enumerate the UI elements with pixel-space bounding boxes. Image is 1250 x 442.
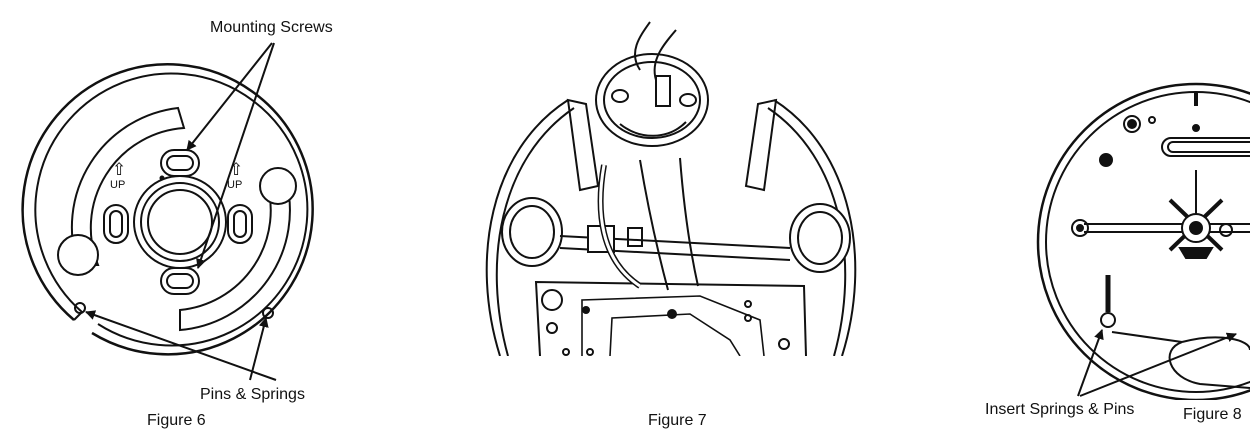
up-label-right: UP bbox=[227, 179, 243, 191]
figure-6-leader-lines bbox=[85, 42, 277, 381]
callout-pins-springs: Pins & Springs bbox=[200, 386, 305, 403]
figure-8-base-plate bbox=[1036, 82, 1250, 400]
caption-figure-6: Figure 6 bbox=[147, 412, 206, 429]
figure-6-mounting-plate bbox=[21, 63, 314, 356]
caption-figure-8: Figure 8 bbox=[1183, 406, 1242, 423]
figure-7-device-interior bbox=[485, 21, 857, 356]
figure-8-leader-lines bbox=[1077, 329, 1237, 397]
up-arrow-icon: ⇧ bbox=[112, 160, 127, 180]
up-arrow-icon: ⇧ bbox=[229, 160, 244, 180]
up-label-left: UP bbox=[110, 179, 126, 191]
callout-insert-springs-pins: Insert Springs & Pins bbox=[985, 401, 1135, 418]
callout-mounting-screws: Mounting Screws bbox=[210, 19, 333, 36]
caption-figure-7: Figure 7 bbox=[648, 412, 707, 429]
